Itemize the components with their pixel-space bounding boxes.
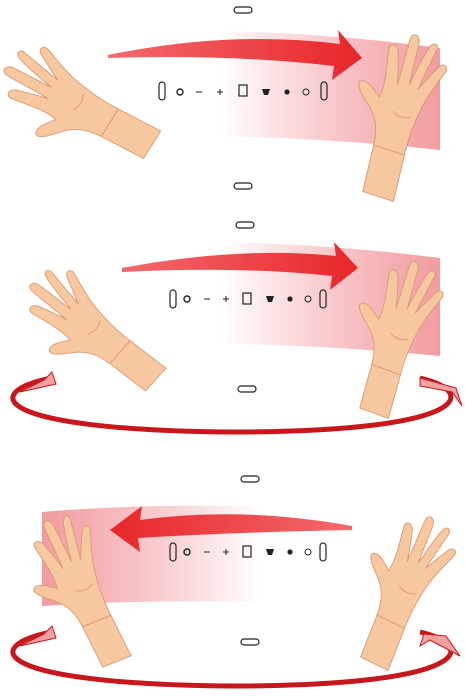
rotation-arrow-left [19,371,57,393]
scene-1 [0,6,455,206]
control-row [169,542,327,562]
bottom-bar-indicator [233,182,253,190]
top-bar-indicator [240,475,260,483]
scene-2 [5,221,463,435]
rotation-arrow-left [19,625,57,647]
swipe-arrow-left [110,506,352,552]
top-bar-indicator [235,221,255,229]
rotation-arrow-right [419,377,463,407]
bottom-bar-indicator [240,638,260,646]
top-bar-indicator [233,6,253,14]
control-row [158,81,328,101]
scene-3 [10,475,465,689]
bottom-bar-indicator [237,385,257,393]
control-row [169,289,327,309]
rotation-ring [10,375,454,435]
swipe-arrow-right [108,30,362,80]
swipe-arrow-right [122,242,358,290]
rotation-arrow-right [419,633,461,657]
